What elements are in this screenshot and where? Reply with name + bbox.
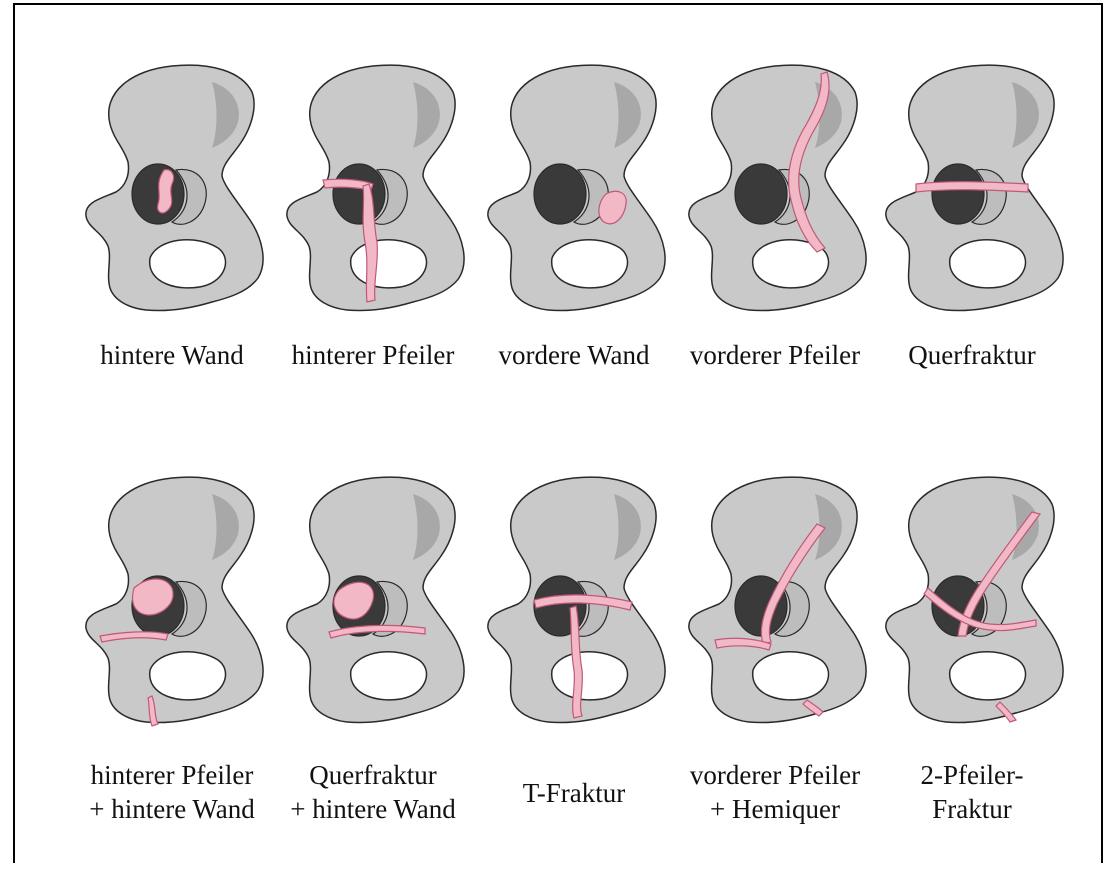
- panel-vorderer-pfeiler: vorderer Pfeiler: [675, 52, 875, 462]
- panel-t-fraktur: T-Fraktur: [474, 464, 674, 874]
- hip-bone-illustration: [872, 52, 1072, 322]
- panel-querfraktur: Querfraktur: [872, 52, 1072, 462]
- hip-bone-illustration: [675, 52, 875, 322]
- hip-bone-illustration: [474, 52, 674, 322]
- obturator-foramen: [753, 652, 829, 700]
- hip-bone-illustration: [675, 464, 875, 734]
- fracture-line: [158, 170, 174, 213]
- hip-bone-illustration: [72, 464, 272, 734]
- obturator-foramen: [150, 240, 226, 288]
- panel-hintere-wand: hintere Wand: [72, 52, 272, 462]
- obturator-foramen: [950, 240, 1026, 288]
- obturator-foramen: [552, 652, 628, 700]
- caption: 2-Pfeiler- Fraktur: [852, 758, 1092, 826]
- hip-bone-illustration: [474, 464, 674, 734]
- caption: Querfraktur: [852, 338, 1092, 372]
- panel-querfraktur-hintere-wand: Querfraktur + hintere Wand: [273, 464, 473, 874]
- obturator-foramen: [351, 240, 427, 288]
- obturator-foramen: [351, 652, 427, 700]
- caption-line-1: Querfraktur: [852, 338, 1092, 372]
- acetabulum-socket: [132, 164, 184, 224]
- acetabulum-socket: [534, 164, 586, 224]
- caption-line-2: Fraktur: [852, 792, 1092, 826]
- obturator-foramen: [150, 652, 226, 700]
- hip-bone-illustration: [872, 464, 1072, 734]
- obturator-foramen: [552, 240, 628, 288]
- panel-vorderer-pfeiler-hemiquer: vorderer Pfeiler + Hemiquer: [675, 464, 875, 874]
- acetabulum-socket: [735, 164, 787, 224]
- acetabulum-socket: [333, 164, 385, 224]
- panel-2-pfeiler-fraktur: 2-Pfeiler- Fraktur: [872, 464, 1072, 874]
- panel-vordere-wand: vordere Wand: [474, 52, 674, 462]
- hip-bone-illustration: [273, 464, 473, 734]
- panel-hinterer-pfeiler-hintere-wand: hinterer Pfeiler + hintere Wand: [72, 464, 272, 874]
- hip-bone-illustration: [72, 52, 272, 322]
- hip-bone-illustration: [273, 52, 473, 322]
- acetabulum-socket: [932, 164, 984, 224]
- panel-hinterer-pfeiler: hinterer Pfeiler: [273, 52, 473, 462]
- caption-line-1: 2-Pfeiler-: [852, 758, 1092, 792]
- obturator-foramen: [950, 652, 1026, 700]
